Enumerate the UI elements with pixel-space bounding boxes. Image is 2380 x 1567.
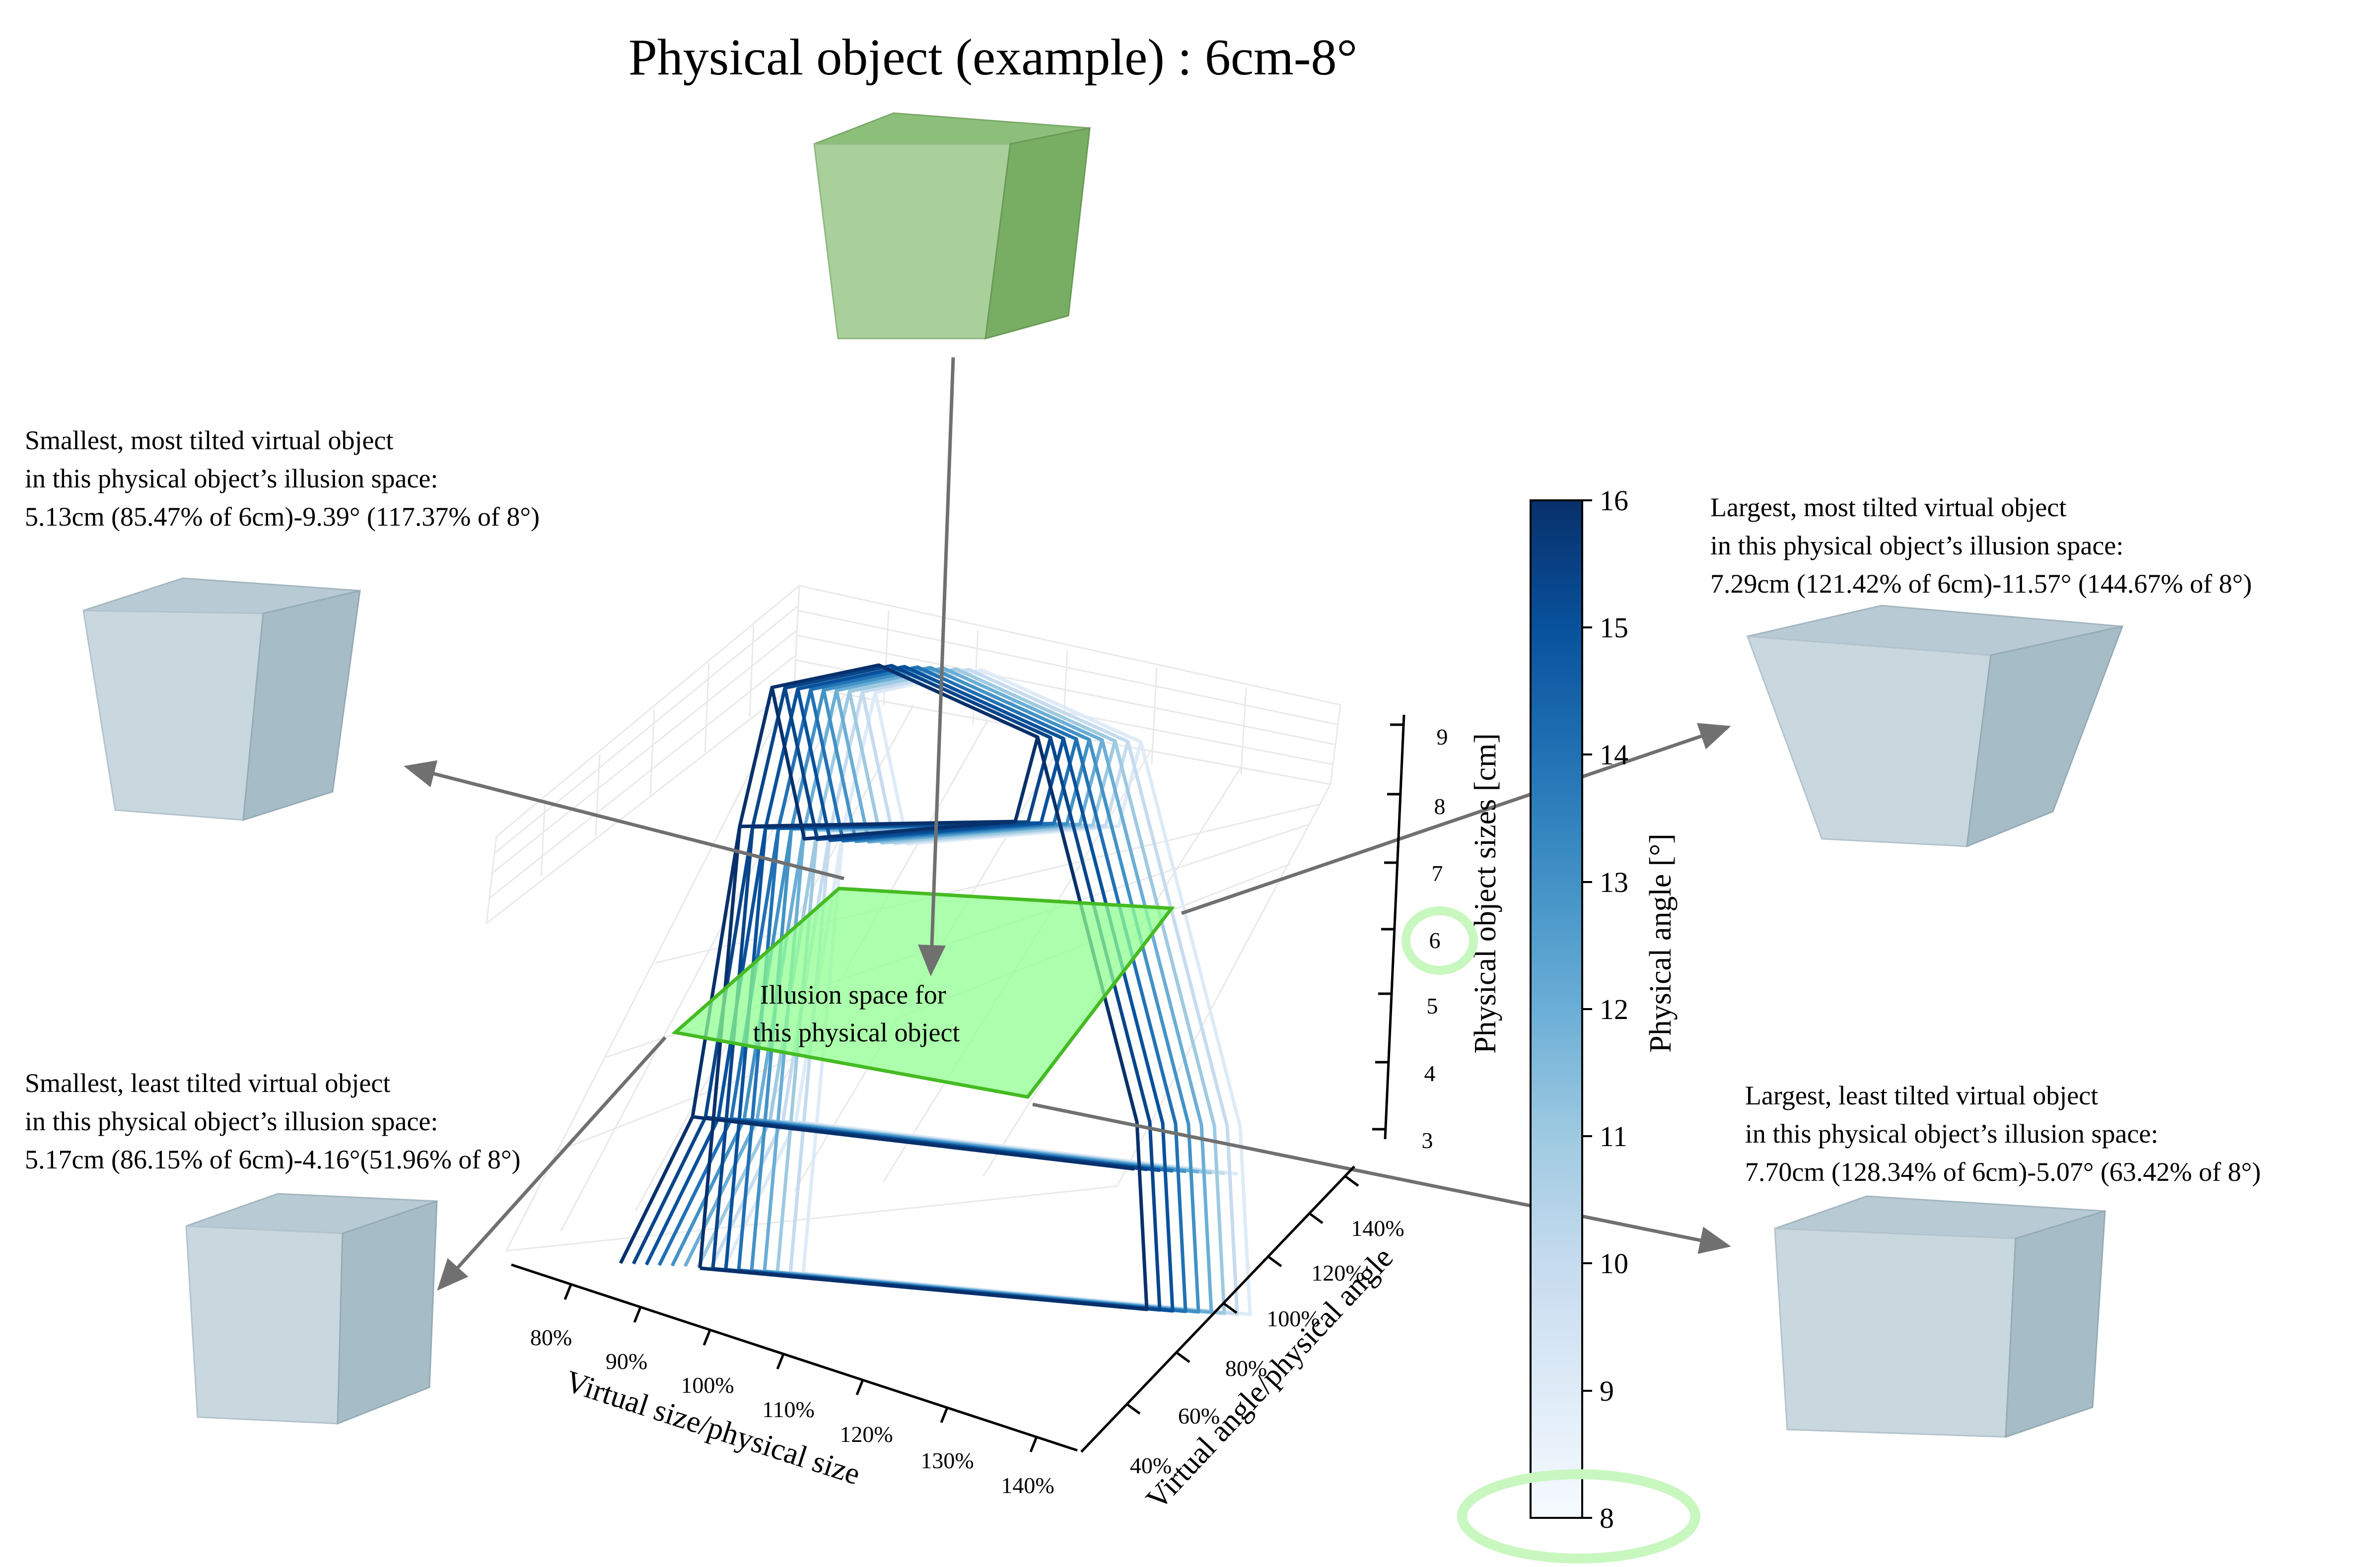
cube-side-face [984,127,1091,340]
y-tick-label: 80% [1225,1356,1267,1381]
y-axis: 40% 60% 80% 100% 120% 140% Virtual angle… [1080,1165,1404,1516]
cube-smallest-most-tilted [82,577,361,821]
z-tick-label: 7 [1432,861,1443,886]
z-tick-label: 3 [1422,1128,1433,1153]
colorbar-tick-label: 15 [1600,612,1628,644]
x-tick-label: 110% [762,1397,815,1422]
z-tick-label: 6 [1429,928,1441,953]
z-tick-label: 5 [1427,993,1438,1019]
figure-title: Physical object (example) : 6cm-8° [629,29,1357,86]
z-tick-label: 9 [1437,724,1448,749]
z-axis-label: Physical object sizes [cm] [1469,733,1502,1054]
annotation-largest-least-tilted: Largest, least tilted virtual object in … [1745,1081,2261,1187]
colorbar-tick-label: 16 [1600,484,1628,517]
x-tick-label: 130% [920,1448,974,1473]
colorbar-tick-label: 12 [1600,993,1628,1025]
x-tick-label: 80% [530,1325,572,1350]
cube-smallest-least-tilted [185,1193,438,1425]
colorbar-tick-label: 11 [1600,1120,1627,1153]
colorbar-tick-label: 8 [1600,1502,1614,1534]
y-tick-label: 120% [1311,1260,1364,1286]
y-axis-label: Virtual angle/physical angle [1140,1241,1400,1516]
illusion-space-plane [671,886,1175,1099]
annotation-smallest-least-tilted: Smallest, least tilted virtual object in… [25,1068,520,1174]
colorbar-gradient [1530,499,1583,1519]
z-axis: 9 8 7 6 5 4 3 Physical object sizes [cm] [1372,714,1502,1153]
x-tick-label: 100% [681,1372,734,1398]
pointer-arrows [404,357,1731,1291]
colorbar-tick-label: 9 [1600,1375,1614,1407]
highlight-ring-size [1401,906,1478,975]
cube-front-face [813,143,1011,340]
y-tick-label: 40% [1130,1453,1172,1478]
y-tick-label: 100% [1266,1306,1320,1331]
colorbar-tick-label: 13 [1600,866,1628,898]
colorbar-tick-label: 14 [1600,739,1628,771]
x-tick-label: 120% [840,1422,893,1447]
y-tick-label: 140% [1351,1216,1404,1241]
annotation-largest-most-tilted: Largest, most tilted virtual object in t… [1710,492,2252,599]
annotation-smallest-most-tilted: Smallest, most tilted virtual object in … [25,425,540,532]
colorbar-tick-label: 10 [1600,1247,1628,1280]
cube-largest-least-tilted [1774,1195,2106,1438]
x-axis: 80% 90% 100% 110% 120% 130% 140% Virtual… [511,1263,1078,1498]
highlight-ring-angle [1457,1469,1700,1564]
x-tick-label: 140% [1001,1473,1054,1498]
z-tick-label: 4 [1424,1061,1436,1086]
colorbar: 8 9 10 11 12 13 14 15 16 Physical angle … [1530,484,1678,1534]
z-tick-label: 8 [1434,794,1446,819]
colorbar-label: Physical angle [°] [1644,833,1678,1052]
cube-largest-most-tilted [1746,605,2124,848]
x-tick-label: 90% [606,1349,647,1374]
illusion-space-label: Illusion space for this physical object [753,980,960,1047]
y-tick-label: 60% [1178,1403,1220,1429]
physical-object-cube [813,112,1091,340]
